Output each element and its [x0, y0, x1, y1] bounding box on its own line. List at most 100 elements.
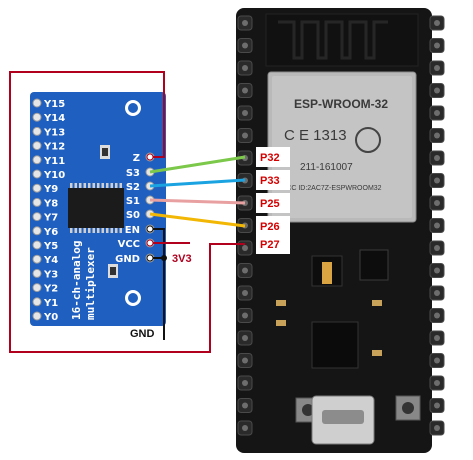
mux-pin-pad — [32, 212, 42, 222]
chip-leg — [79, 228, 82, 233]
mux-pin-label-y4: Y4 — [43, 255, 58, 266]
esp-pin-label-box — [256, 170, 290, 190]
mux-pin-label-y5: Y5 — [43, 241, 58, 252]
wire-z-to-p27 — [9, 71, 245, 353]
mux-pin-label-y8: Y8 — [43, 198, 58, 209]
mux-pin-label-vcc: VCC — [118, 239, 140, 250]
header-pin-hole — [434, 312, 440, 319]
wire-s3-to-p32 — [149, 155, 246, 174]
header-pin-hole — [434, 65, 440, 71]
esp-pin-label-box — [256, 147, 290, 167]
wire-end — [146, 239, 154, 247]
header-pin-hole — [242, 65, 248, 71]
wroom-code: C E 1313 — [284, 127, 347, 144]
mux-pin-label-y7: Y7 — [43, 213, 58, 224]
header-pin-hole — [434, 177, 440, 184]
esp32-board: ESP-WROOM-32 C E 1313 211-161007 FCC ID:… — [236, 8, 445, 453]
wire-end — [146, 153, 154, 161]
header-pin-hole — [434, 335, 440, 341]
micro-usb-opening — [322, 410, 364, 424]
mounting-hole-inner — [128, 293, 138, 303]
mux-pin-label-s0: S0 — [126, 210, 140, 221]
header-pin-hole — [242, 20, 248, 26]
header-pin-hole — [434, 155, 440, 161]
mux-pin-pad — [32, 112, 42, 122]
wroom-shield-inner — [272, 76, 412, 218]
wire-s0-to-p26 — [149, 212, 246, 228]
mux-pin-pad — [32, 283, 42, 293]
mux-pin-pad — [32, 226, 42, 236]
usb-uart-chip — [311, 321, 359, 369]
header-pin-hole — [434, 42, 440, 49]
mux-board: 16-ch-analog multiplexer Y15Y14Y13Y12Y11… — [30, 92, 166, 326]
header-pin-hole — [434, 222, 440, 229]
header-pin-hole — [434, 290, 440, 296]
wire-end — [146, 225, 154, 233]
boot-button-cap — [402, 402, 414, 414]
mux-pin-label-y3: Y3 — [43, 269, 58, 280]
chip-leg — [101, 228, 104, 233]
header-pin-hole — [434, 380, 440, 386]
mux-pin-label-en: EN — [125, 225, 140, 236]
smd-capacitor-body — [110, 267, 116, 275]
chip-leg — [110, 228, 113, 233]
chip-leg — [110, 183, 113, 188]
chip-leg — [106, 183, 109, 188]
mux-chip — [68, 188, 124, 228]
smd-resistor-body — [102, 148, 108, 156]
header-pin-hole — [242, 267, 248, 274]
mux-pin-pad — [32, 169, 42, 179]
regulator-tab — [322, 262, 332, 284]
header-pin-hole — [242, 290, 248, 296]
mux-pin-label-s2: S2 — [126, 182, 140, 193]
header-pin-hole — [242, 380, 248, 386]
mux-pin-label-y9: Y9 — [43, 184, 58, 195]
wires — [9, 71, 246, 353]
mux-pin-pad — [32, 141, 42, 151]
mux-pin-pad — [32, 240, 42, 250]
esp-pin-label-p27: P27 — [260, 239, 280, 251]
chip-leg — [88, 183, 91, 188]
mux-pin-pad — [32, 126, 42, 136]
header-pin-hole — [242, 42, 248, 49]
header-pin-hole — [242, 312, 248, 319]
mux-board-text-line1: 16-ch-analog — [70, 241, 83, 320]
smd-part — [372, 300, 382, 306]
chip-leg — [83, 183, 86, 188]
mux-pin-pad — [32, 297, 42, 307]
header-pin-hole — [434, 357, 440, 364]
header-pin-hole — [434, 425, 440, 431]
mux-pin-label-y12: Y12 — [43, 142, 65, 153]
mux-pin-label-z: Z — [133, 153, 140, 164]
header-pin-hole — [434, 402, 440, 409]
chip-leg — [70, 228, 73, 233]
smd-part — [372, 350, 382, 356]
mux-pin-pad — [32, 268, 42, 278]
chip-leg — [70, 183, 73, 188]
mux-pin-label-y13: Y13 — [43, 127, 65, 138]
chip-leg — [92, 228, 95, 233]
esp-pin-label-p25: P25 — [260, 198, 280, 210]
header-pin-hole — [242, 425, 248, 431]
wire-en-to-gnd — [150, 228, 165, 340]
mux-pin-label-y6: Y6 — [43, 227, 58, 238]
chip-leg — [119, 183, 122, 188]
wire-s2-to-p33 — [149, 178, 246, 188]
mux-pin-pad — [32, 98, 42, 108]
chip-leg — [106, 228, 109, 233]
vcc-supply-label: 3V3 — [172, 253, 192, 265]
chip-leg — [101, 183, 104, 188]
chip-leg — [115, 183, 118, 188]
mux-pin-label-y10: Y10 — [43, 170, 65, 181]
wroom-serial: FCC ID:2AC7Z-ESPWROOM32 — [282, 185, 382, 192]
chip-leg — [83, 228, 86, 233]
mux-pin-label-y2: Y2 — [43, 284, 58, 295]
header-pin-hole — [242, 335, 248, 341]
header-pin-hole — [242, 87, 248, 94]
chip-leg — [88, 228, 91, 233]
esp-pin-label-p33: P33 — [260, 175, 280, 187]
header-pin-hole — [434, 110, 440, 116]
